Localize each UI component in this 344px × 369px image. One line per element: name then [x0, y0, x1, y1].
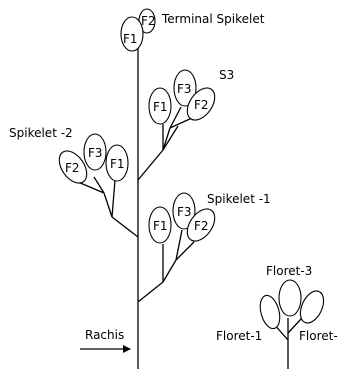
s1-f2-label: F2 — [194, 219, 209, 233]
s3-f3-label: F3 — [177, 82, 192, 96]
s2-f3-label: F3 — [88, 146, 103, 160]
terminal-f1-label: F1 — [123, 32, 138, 46]
s2-f1-label: F1 — [110, 157, 125, 171]
floret-legend — [257, 280, 328, 369]
s1-f3-label: F3 — [177, 205, 192, 219]
s1-f1-label: F1 — [153, 219, 168, 233]
floret-2-label: Floret- — [299, 329, 338, 343]
floret-1-label: Floret-1 — [216, 329, 262, 343]
spikelet-1-label: Spikelet -1 — [207, 192, 271, 206]
spikelet-1: F1 F3 F2 — [138, 193, 220, 302]
terminal-f2-label: F2 — [141, 14, 156, 28]
s3-label: S3 — [219, 68, 234, 82]
spikelet-s3: F1 F3 F2 — [138, 70, 220, 180]
terminal-spikelet-label: Terminal Spikelet — [161, 12, 265, 26]
rachis-label: Rachis — [85, 328, 124, 342]
s2-f2-label: F2 — [65, 161, 80, 175]
rachis-arrow — [80, 345, 131, 353]
s3-f2-label: F2 — [194, 98, 209, 112]
s3-f1-label: F1 — [153, 100, 168, 114]
spikelet-2: F3 F2 F1 — [54, 134, 138, 237]
floret-3-label: Floret-3 — [266, 264, 312, 278]
terminal-spikelet: F2 F1 — [121, 9, 156, 51]
spikelet-2-label: Spikelet -2 — [9, 126, 73, 140]
legend-floret-3 — [279, 280, 301, 316]
